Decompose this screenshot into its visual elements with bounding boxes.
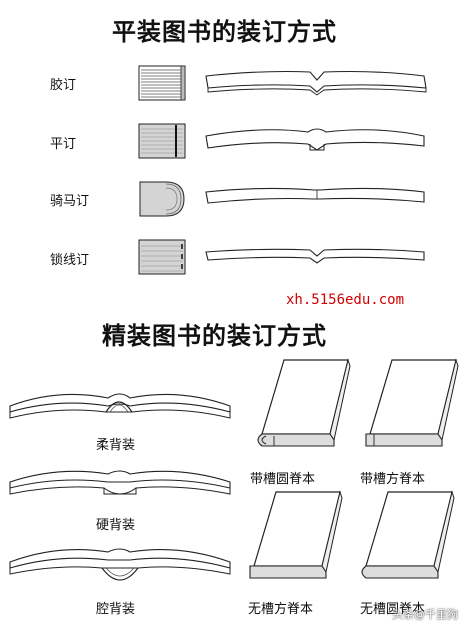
hollow-spine-open-book-icon xyxy=(9,548,231,581)
method-label-side-stitch: 平订 xyxy=(50,137,77,152)
hollow-spine-label: 腔背装 xyxy=(96,602,136,617)
ungrooved-round-spine-label: 无槽圆脊本 xyxy=(360,602,426,617)
source-url-text: xh.5156edu.com xyxy=(286,292,405,308)
side-stitch-binding-icon xyxy=(138,123,186,159)
ungrooved-square-spine-label: 无槽方脊本 xyxy=(248,602,314,617)
saddle-stitch-open-book-icon xyxy=(205,187,425,204)
ungrooved-square-spine-book-icon xyxy=(249,490,343,579)
ungrooved-round-spine-book-icon xyxy=(361,490,455,579)
paperback-title: 平装图书的装订方式 xyxy=(112,17,337,46)
hard-spine-open-book-icon xyxy=(9,470,231,495)
thread-sewn-open-book-icon xyxy=(205,248,425,264)
grooved-square-spine-label: 带槽方脊本 xyxy=(360,472,426,487)
grooved-square-spine-book-icon xyxy=(365,358,459,447)
adhesive-open-book-icon xyxy=(205,70,427,96)
credit-watermark: 头条@千里狗 xyxy=(392,608,458,621)
saddle-stitch-binding-icon xyxy=(139,181,185,217)
hardcover-title: 精装图书的装订方式 xyxy=(102,321,327,350)
thread-sewn-binding-icon xyxy=(138,239,186,275)
soft-spine-open-book-icon xyxy=(9,393,231,419)
method-label-saddle-stitch: 骑马订 xyxy=(50,194,90,209)
adhesive-binding-icon xyxy=(138,65,186,101)
side-stitch-open-book-icon xyxy=(205,128,425,151)
method-label-thread-sewn: 锁线订 xyxy=(50,253,90,268)
soft-spine-label: 柔背装 xyxy=(96,438,136,453)
hard-spine-label: 硬背装 xyxy=(96,518,136,533)
method-label-adhesive: 胶订 xyxy=(50,78,77,93)
grooved-round-spine-label: 带槽圆脊本 xyxy=(250,472,316,487)
grooved-round-spine-book-icon xyxy=(257,358,351,447)
